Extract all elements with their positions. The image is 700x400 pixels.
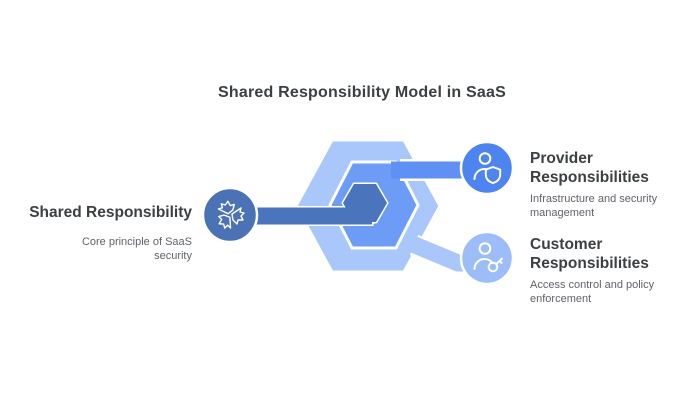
customer-node-heading: Customer Responsibilities xyxy=(530,236,649,272)
customer-node-circle xyxy=(459,230,515,286)
provider-node-label: Provider Responsibilities Infrastructure… xyxy=(530,149,688,220)
shared-connector xyxy=(230,207,372,225)
provider-node-description: Infrastructure and security management xyxy=(530,193,658,219)
shared-node-label: Shared Responsibility Core principle of … xyxy=(0,203,192,263)
user-key-icon xyxy=(473,242,503,273)
shared-node-circle xyxy=(201,186,259,244)
interlocking-pieces-icon xyxy=(217,200,245,229)
provider-node-heading: Provider Responsibilities xyxy=(530,150,649,186)
provider-node-circle xyxy=(459,140,515,196)
shared-node-heading: Shared Responsibility xyxy=(29,204,192,221)
page-title: Shared Responsibility Model in SaaS xyxy=(218,84,506,101)
inner-hexagon xyxy=(343,184,387,222)
user-shield-icon xyxy=(473,152,502,185)
shared-node-description: Core principle of SaaS security xyxy=(81,236,192,262)
customer-node-label: Customer Responsibilities Access control… xyxy=(530,235,688,306)
customer-node-description: Access control and policy enforcement xyxy=(530,279,655,305)
